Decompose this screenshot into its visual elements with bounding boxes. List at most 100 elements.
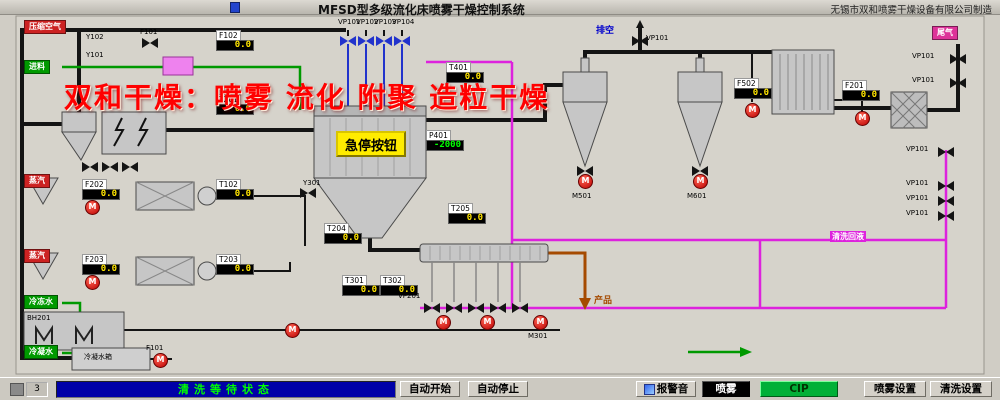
value-display: 0.0 <box>734 88 772 99</box>
valve-icon[interactable] <box>340 36 356 46</box>
valve-icon[interactable] <box>376 36 392 46</box>
stream-tag: 压缩空气 <box>24 20 66 34</box>
device-label: M601 <box>687 192 707 200</box>
valve-icon[interactable] <box>394 36 410 46</box>
cyclone-1-outlet <box>580 57 590 73</box>
watermark-text: 双和干燥：喷雾 流化 附聚 造粒干燥 <box>64 81 550 114</box>
device-label: VP101 <box>906 179 929 187</box>
alarm-sound-label: 报警音 <box>656 382 689 395</box>
valve-icon[interactable] <box>692 166 708 176</box>
clean-settings-button[interactable]: 清洗设置 <box>930 381 992 397</box>
pump-icon[interactable]: M <box>693 174 708 189</box>
device-label: VP101 <box>338 18 361 26</box>
valve-icon[interactable] <box>938 196 954 206</box>
valve-icon[interactable] <box>122 162 138 172</box>
alarm-sound-button[interactable]: 报警音 <box>636 381 696 397</box>
valve-icon[interactable] <box>446 303 462 313</box>
green-arrowhead <box>740 347 752 357</box>
valve-icon[interactable] <box>632 36 648 46</box>
device-label: VP103 <box>374 18 397 26</box>
status-icon <box>10 383 24 396</box>
page-counter: 3 <box>26 382 48 397</box>
inlet-cyclone-cone <box>61 131 97 161</box>
pump-icon[interactable]: M <box>85 275 100 290</box>
pump-icon[interactable]: M <box>153 353 168 368</box>
pump-icon[interactable]: M <box>745 103 760 118</box>
device-label: VP101 <box>906 209 929 217</box>
valve-icon[interactable] <box>82 162 98 172</box>
device-label: VP101 <box>912 52 935 60</box>
valve-icon[interactable] <box>358 36 374 46</box>
pump-icon[interactable]: M <box>533 315 548 330</box>
pump-icon[interactable]: M <box>285 323 300 338</box>
feed-lines <box>62 65 740 355</box>
emergency-stop-button[interactable]: 急停按钮 <box>336 131 406 157</box>
auto-stop-button[interactable]: 自动停止 <box>468 381 528 397</box>
feed-filter <box>162 56 194 76</box>
pump-icon[interactable]: M <box>85 200 100 215</box>
vent-arrowhead <box>636 20 644 28</box>
company-name: 无锡市双和喷雾干燥设备有限公司制造 <box>830 5 992 16</box>
device-label: VP102 <box>356 18 379 26</box>
pump-icon[interactable]: M <box>436 315 451 330</box>
valve-icon[interactable] <box>938 211 954 221</box>
valve-icon[interactable] <box>950 54 966 64</box>
device-label: 冷凝水箱 <box>84 353 112 361</box>
valve-icon[interactable] <box>102 162 118 172</box>
stream-tag: 冷凝水 <box>24 345 58 359</box>
device-label: VP101 <box>906 145 929 153</box>
heater-bolt-icon <box>113 117 149 147</box>
cyclone-2-outlet <box>695 57 705 73</box>
dehumidifier-unit <box>23 311 125 351</box>
pump-icon[interactable]: M <box>578 174 593 189</box>
cyclone-1 <box>562 71 608 103</box>
device-label: M501 <box>572 192 592 200</box>
valve-icon[interactable] <box>424 303 440 313</box>
cyclone-1-cone <box>562 101 608 168</box>
pump-icon[interactable]: M <box>480 315 495 330</box>
valve-icon[interactable] <box>468 303 484 313</box>
device-label: Y101 <box>86 51 104 59</box>
spray-button[interactable]: 喷雾 <box>702 381 750 397</box>
device-label: VP201 <box>398 292 421 300</box>
valve-icon[interactable] <box>142 38 158 48</box>
product-line <box>548 251 587 298</box>
cip-button[interactable]: CIP <box>760 381 838 397</box>
value-display: 0.0 <box>342 285 380 296</box>
stream-tag: 蒸汽 <box>24 174 50 188</box>
valve-icon[interactable] <box>950 78 966 88</box>
fluid-bed <box>419 243 549 263</box>
pump-icon[interactable]: M <box>855 111 870 126</box>
valve-icon[interactable] <box>938 147 954 157</box>
value-display: 0.0 <box>380 285 418 296</box>
auto-start-button[interactable]: 自动开始 <box>400 381 460 397</box>
speaker-icon <box>643 383 655 395</box>
spray-settings-button[interactable]: 喷雾设置 <box>864 381 926 397</box>
electric-heater <box>101 111 167 155</box>
window-title: MFSD型多级流化床喷雾干燥控制系统 <box>318 3 525 17</box>
device-label: VP104 <box>392 18 415 26</box>
device-label: VP101 <box>646 34 669 42</box>
app-icon <box>230 2 240 13</box>
stream-tag: 蒸汽 <box>24 249 50 263</box>
valve-icon[interactable] <box>300 188 316 198</box>
device-label: M301 <box>528 332 548 340</box>
valve-icon[interactable] <box>512 303 528 313</box>
valve-icon[interactable] <box>490 303 506 313</box>
stream-tag: 冷冻水 <box>24 295 58 309</box>
valve-icon[interactable] <box>938 181 954 191</box>
device-label: Y102 <box>86 33 104 41</box>
heat-exchanger-hatch <box>135 181 195 286</box>
status-message: 清洗等待状态 <box>56 381 396 398</box>
pipe-label: 清洗回液 <box>830 231 866 242</box>
value-display: 0.0 <box>82 189 120 200</box>
valve-icon[interactable] <box>577 166 593 176</box>
pipe-label: 产品 <box>594 296 613 306</box>
value-display: 0.0 <box>216 189 254 200</box>
stream-tag: 尾气 <box>932 26 958 40</box>
condenser <box>771 49 835 115</box>
device-label: F101 <box>146 344 164 352</box>
value-display: 0.0 <box>82 264 120 275</box>
